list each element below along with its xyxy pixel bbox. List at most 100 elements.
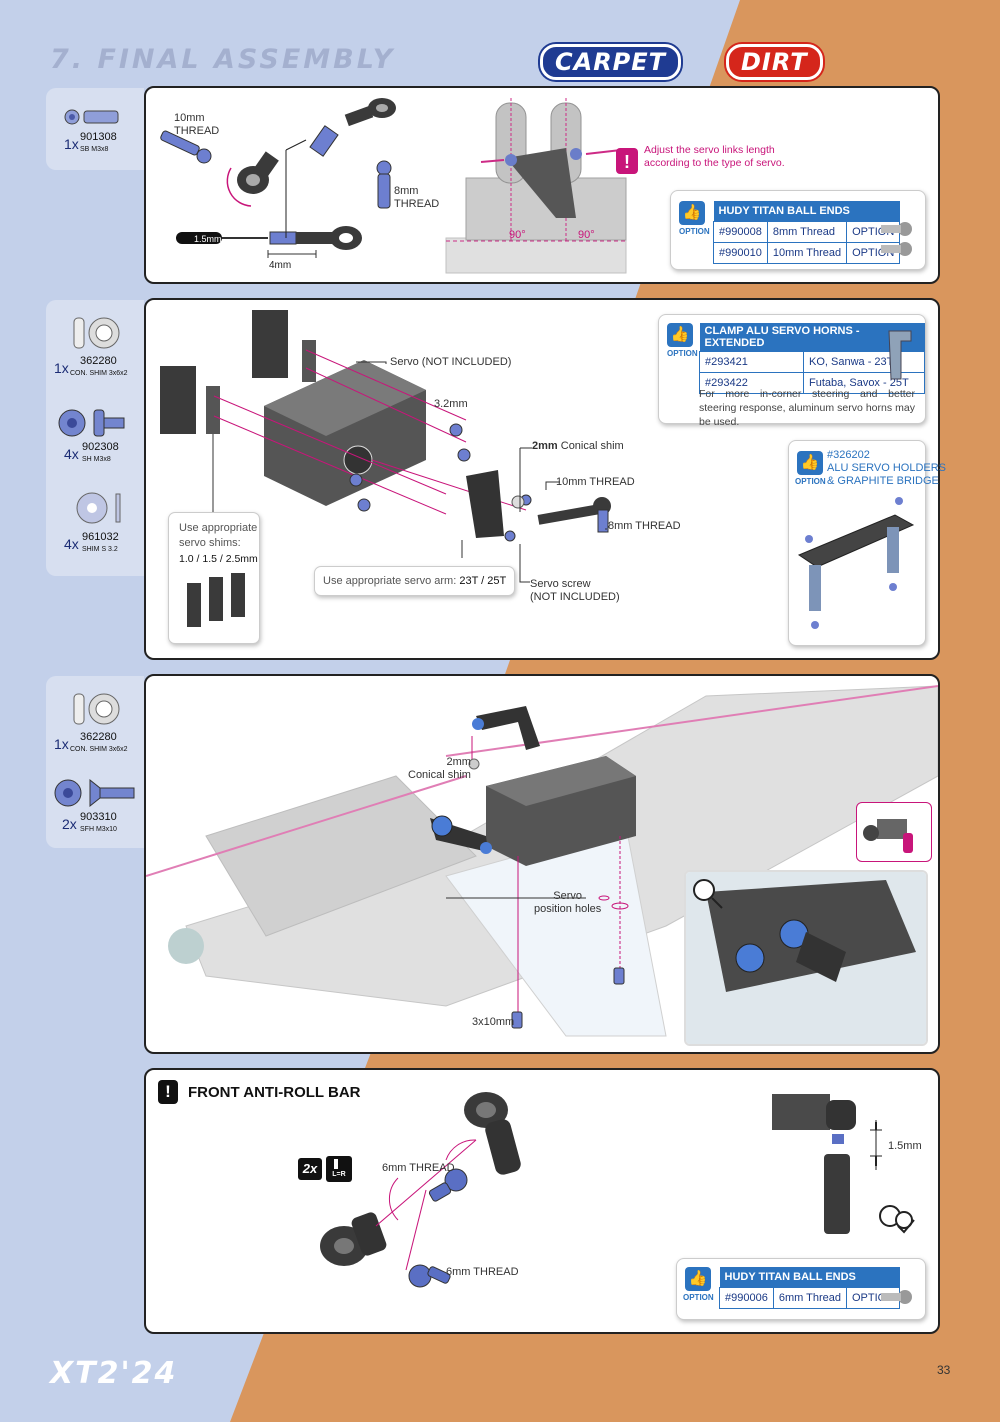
section-title: 7. FINAL ASSEMBLY (50, 44, 396, 75)
servo-horn-icon (888, 330, 912, 380)
cap-screw-icon (58, 409, 125, 437)
arm-note-text: Use appropriate servo arm: (323, 575, 460, 587)
thread-10mm-label: 10mm THREAD (174, 112, 220, 137)
shims-note-text: Use appropriate servo shims: (179, 522, 258, 549)
part-code: 901308 (80, 131, 117, 143)
step3-illustration (146, 685, 938, 1037)
part-desc: CON. SHIM 3x6x2 (70, 746, 128, 753)
option-table: HUDY TITAN BALL ENDS #990006 6mm Thread … (719, 1267, 901, 1309)
option-label: OPTION (795, 477, 826, 486)
leader-lines (212, 361, 607, 583)
option-code: #293421 (699, 351, 804, 373)
servo-screws (349, 423, 532, 542)
part-desc: CON. SHIM 3x6x2 (70, 370, 128, 377)
servo-arm (466, 470, 504, 538)
model-logo: XT2'24 (50, 1356, 178, 1391)
servo-arm-note: Use appropriate servo arm: 23T / 25T (314, 566, 516, 596)
detail-inset-large (684, 870, 928, 1046)
step2-parts-panel: 1x 362280 CON. SHIM 3x6x2 4x 902308 SH M… (46, 300, 144, 576)
conical-shim (468, 758, 480, 770)
servo-drawing (472, 706, 636, 866)
part-desc: SH M3x8 (82, 456, 111, 463)
lr-glyph (334, 1159, 338, 1169)
warning-icon: ! (158, 1080, 178, 1104)
check-gears-icon (879, 1205, 915, 1234)
part-qty: 1x (54, 736, 69, 752)
option-title: HUDY TITAN BALL ENDS (713, 201, 900, 222)
servo-mount-detail (863, 819, 913, 853)
ball-end-top (309, 98, 396, 157)
screws (511, 967, 625, 1029)
option-box-titan-ball-ends-6mm: 👍 OPTION HUDY TITAN BALL ENDS #990006 6m… (676, 1258, 926, 1320)
assembly-guides (375, 1139, 477, 1271)
lr-label: L=R (332, 1171, 346, 1178)
option-box-servo-holders: 👍 OPTION #326202 ALU SERVO HOLDERS & GRA… (788, 440, 946, 646)
servo-holder-bridge-drawing (797, 497, 915, 629)
ball-stud-6mm-lower (408, 1264, 451, 1288)
part-code: 961032 (82, 531, 119, 543)
part-code: 903310 (80, 811, 117, 823)
part-code: 902308 (82, 441, 119, 453)
servo-arm-detail (686, 872, 926, 1044)
option-code: #990008 (713, 221, 768, 243)
option-label: OPTION (667, 349, 698, 358)
size-3-2mm-label: 3.2mm (434, 398, 468, 410)
option-code: #990010 (713, 242, 768, 264)
part-code: 362280 (80, 355, 117, 367)
option-desc: 6mm Thread (772, 1287, 847, 1309)
step3-parts-panel: 1x 362280 CON. SHIM 3x6x2 2x 903310 SFH … (46, 676, 144, 848)
flat-head-screw-icon (54, 778, 135, 808)
table-row: #990008 8mm Thread OPTION (713, 221, 901, 243)
option-desc: 8mm Thread (766, 221, 848, 243)
table-row: #990010 10mm Thread OPTION (713, 242, 901, 264)
option-label: OPTION (679, 227, 710, 236)
step2-illustration (160, 310, 611, 583)
part-qty: 4x (64, 446, 79, 462)
anti-roll-bar-title: FRONT ANTI-ROLL BAR (188, 1084, 361, 1101)
step4-panel: ! FRONT ANTI-ROLL BAR 2x L=R (144, 1068, 940, 1334)
quantity-badge: 2x (298, 1158, 322, 1180)
thread-6mm-label-upper: 6mm THREAD (382, 1162, 455, 1174)
servo-mount-drawing (445, 98, 627, 274)
left-equals-right-badge: L=R (326, 1156, 352, 1182)
servo-screw-label: Servo screw (NOT INCLUDED) (530, 578, 620, 603)
shim-washer-icon (76, 492, 121, 524)
step1-parts-panel: 1x 901308 SB M3x8 (46, 88, 144, 170)
detail-inset-small (856, 802, 932, 862)
ball-link (511, 495, 611, 533)
part-qty: 2x (62, 816, 77, 832)
step1-panel: ! 90° 90° 4mm 1.5mm 10mm THREAD 8mm THRE… (144, 86, 940, 284)
arm-note-values: 23T / 25T (459, 575, 507, 587)
servo-drawing (264, 360, 426, 506)
servo-arm-drawing (430, 815, 492, 854)
ball-end-left (226, 151, 279, 207)
table-row: #990006 6mm Thread OPTION (719, 1287, 901, 1309)
option-box-titan-ball-ends: 👍 OPTION HUDY TITAN BALL ENDS #990008 8m… (670, 190, 926, 270)
part-desc: SB M3x8 (80, 146, 109, 153)
conical-size: 2mm (532, 440, 558, 452)
svg-text:!: ! (624, 152, 630, 172)
page-number: 33 (937, 1363, 951, 1377)
anti-roll-bar-detail (772, 1094, 882, 1234)
part-qty: 1x (64, 136, 79, 152)
part-desc: SFH M3x10 (80, 826, 117, 833)
step2-panel: Servo (NOT INCLUDED) 3.2mm 2mm Conical s… (144, 298, 946, 660)
angle-left-label: 90° (509, 229, 526, 241)
shims-note-values: 1.0 / 1.5 / 2.5mm (179, 553, 258, 565)
option-desc: 10mm Thread (766, 242, 848, 264)
option-box-servo-horns: 👍 OPTION CLAMP ALU SERVO HORNS - EXTENDE… (658, 314, 926, 428)
part-code: 362280 (80, 731, 117, 743)
servo-link-warning: Adjust the servo links length according … (644, 144, 785, 169)
thread-8mm-label: 8mm THREAD (394, 185, 440, 210)
dirt-badge: DIRT (726, 44, 823, 80)
warning-marker (616, 148, 638, 174)
option-code: #990006 (719, 1287, 774, 1309)
option-label: OPTION (683, 1293, 714, 1302)
option-title: ALU SERVO HOLDERS & GRAPHITE BRIDGE (827, 462, 947, 487)
servo-shims-drawing (187, 573, 245, 627)
step3-panel: 2mm Conical shim Servo position holes 3x… (144, 674, 940, 1054)
servo-position-holes-label: Servo position holes (534, 890, 602, 915)
part-desc: SHIM S 3.2 (82, 546, 118, 553)
ball-end-icon (881, 222, 912, 256)
option-code: #293422 (699, 372, 804, 394)
